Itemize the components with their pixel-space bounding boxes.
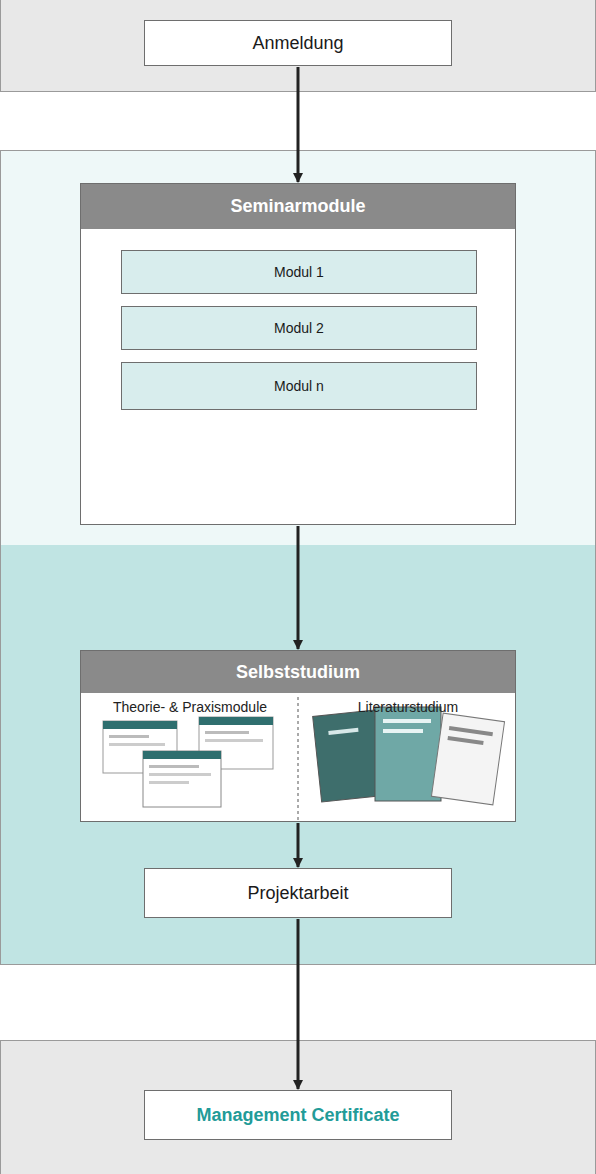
section-panel: SeminarmoduleModul 1 Modul 2 Modul n [80,183,516,525]
flow-arrow [297,823,300,867]
process-box: Management Certificate [144,1090,452,1140]
box-label: Management Certificate [196,1105,399,1126]
box-label: Anmeldung [252,33,343,54]
box-label: Modul 1 [274,264,324,280]
flow-arrow [297,67,300,182]
screenshot-icons [103,717,273,807]
module-box: Modul 1 [121,250,477,294]
module-box: Modul 2 [121,306,477,350]
panel-heading: Seminarmodule [230,196,365,217]
box-label: Modul 2 [274,320,324,336]
process-box: Anmeldung [144,20,452,66]
box-label: Modul n [274,378,324,394]
flow-arrow [297,919,300,1089]
column-heading: Theorie- & Praxismodule [81,699,299,715]
panel-header: Selbststudium [81,651,515,693]
flow-arrow [297,526,300,649]
section-panel: SelbststudiumTheorie- & PraxismoduleLite… [80,650,516,822]
module-box: Modul n [121,362,477,410]
panel-heading: Selbststudium [236,662,360,683]
column-heading: Literaturstudium [299,699,517,715]
panel-header: Seminarmodule [81,184,515,229]
book-covers [313,707,505,805]
box-label: Projektarbeit [247,883,348,904]
process-box: Projektarbeit [144,868,452,918]
